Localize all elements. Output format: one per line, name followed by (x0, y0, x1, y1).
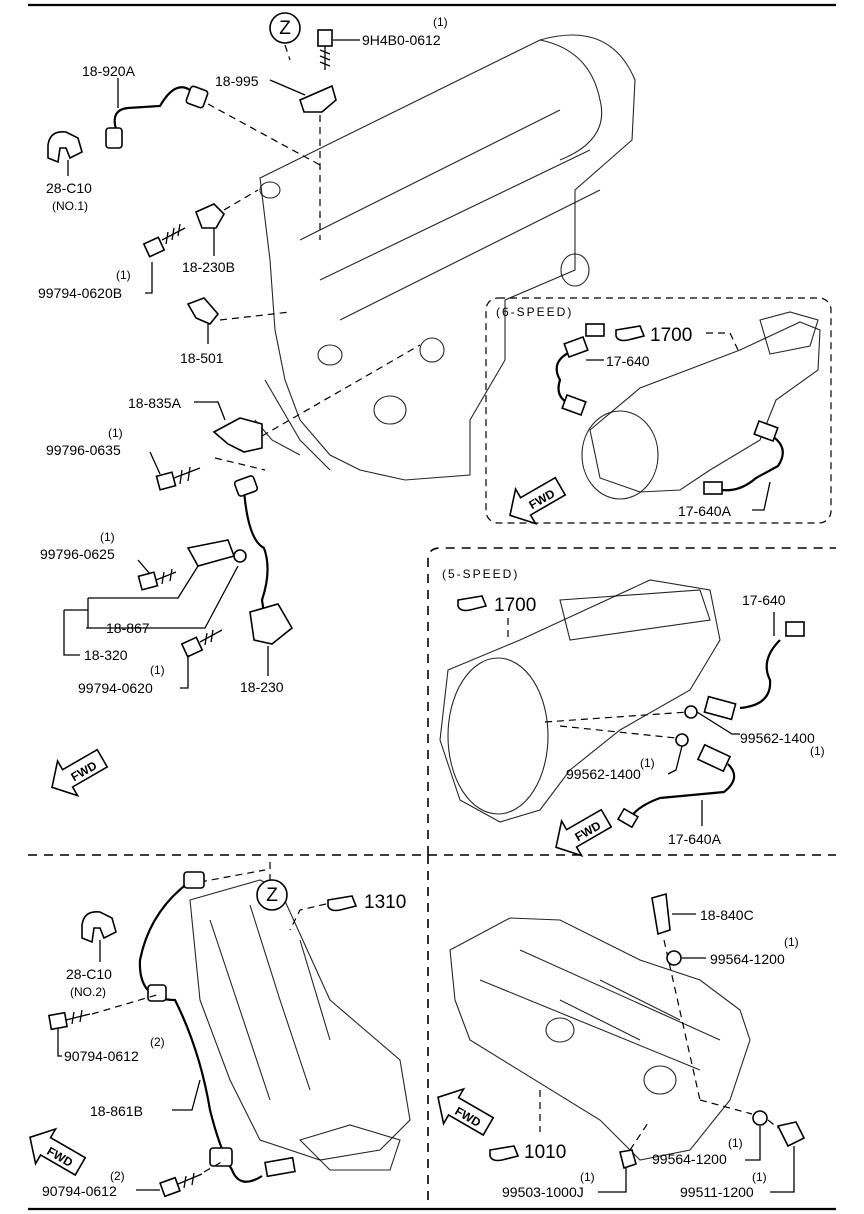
fwd-arrow-6speed-icon: FWD (509, 476, 567, 526)
clip-no2-label: (NO.2) (70, 985, 106, 999)
ref-1010-label: 1010 (524, 1142, 566, 1163)
hand-pointer-5speed-icon (457, 595, 488, 612)
bolt-0620-qty: (1) (150, 663, 165, 677)
washer-99564-qty: (1) (784, 935, 799, 949)
bolt-0620b-qty: (1) (116, 268, 131, 282)
washer-b-qty: (1) (728, 1136, 743, 1150)
sensor-18-230-label: 18-230 (240, 679, 284, 695)
sensor-18-501 (186, 297, 220, 325)
bolt-9h4b0-label: 9H4B0-0612 (362, 32, 441, 48)
bolt-b-label: 90794-0612 (42, 1183, 117, 1199)
plug-b-qty: (1) (752, 1170, 767, 1184)
bolt-9h4b0 (317, 29, 333, 70)
fwd-arrow-bottom-left-icon: FWD (29, 1127, 87, 1177)
washer-99564-top (666, 950, 682, 966)
cylinder-head-illustration (449, 917, 751, 1161)
bolt-0620b-label: 99794-0620B (38, 285, 122, 301)
bracket-18-995 (299, 84, 337, 113)
clip-28-c10-no1 (47, 130, 83, 164)
harness-18-861b-label: 18-861B (90, 1103, 143, 1119)
frame-lines (28, 3, 836, 1211)
switch-17-640-5speed (739, 639, 781, 710)
washer-a-label: 99562-1400 (740, 730, 815, 746)
clip-28-c10-label: 28-C10 (46, 180, 92, 196)
plug-qty: (1) (580, 1170, 595, 1184)
sw-17-640a-5-label: 17-640A (668, 831, 722, 847)
washer-b-label: 99564-1200 (652, 1151, 727, 1167)
bolt-99794-0620 (180, 629, 223, 658)
bracket-18-835a-label: 18-835A (128, 395, 182, 411)
washer-b-qty: (1) (640, 756, 655, 770)
bracket-18-835a (212, 417, 263, 453)
bracket-18-995-label: 18-995 (215, 73, 259, 89)
washer-5speed-a (684, 705, 698, 719)
bolt-90794-0612-a (47, 1009, 91, 1031)
sensor-18-230b-label: 18-230B (182, 259, 235, 275)
clip-28-c10-no2-label: 28-C10 (66, 966, 112, 982)
sensor-18-501-label: 18-501 (180, 350, 224, 366)
sw-17-640a-6-label: 17-640A (678, 503, 732, 519)
sensor-18-840c (651, 892, 671, 936)
box-6-speed-title: (6-SPEED) (496, 305, 573, 319)
switch-17-640a-5speed (629, 763, 736, 819)
bolt-0625-qty: (1) (100, 530, 115, 544)
washer-a-qty: (1) (810, 744, 825, 758)
washer-99564-bottom (752, 1110, 768, 1126)
part-18-867-label: 18-867 (106, 620, 150, 636)
transmission-6speed (589, 321, 821, 493)
fwd-arrow-bottom-right-icon: FWD (437, 1087, 495, 1137)
plug-99503-1000j (619, 1149, 637, 1170)
hand-pointer-icon (615, 325, 646, 342)
bolt-99796-0635 (155, 466, 201, 491)
hand-pointer-1310-icon (327, 895, 358, 912)
switch-17-640-6speed (555, 351, 573, 407)
box-5-ref-1700: 1700 (494, 595, 536, 616)
sensor-18-230b (194, 203, 225, 229)
bolt-a-label: 90794-0612 (64, 1048, 139, 1064)
part-18-867 (186, 539, 236, 567)
box-5-speed-title: (5-SPEED) (442, 567, 519, 581)
z-reference-marker: Z (269, 12, 301, 44)
z-reference-marker-bottom: Z (256, 879, 288, 911)
plug-label: 99503-1000J (502, 1184, 584, 1200)
washer-5speed-b (675, 733, 689, 747)
sw-17-640-5-label: 17-640 (742, 592, 786, 608)
bolt-b-qty: (2) (110, 1169, 125, 1183)
bolt-90794-0612-b (159, 1172, 203, 1198)
box-6-speed (485, 297, 832, 524)
switch-17-640a-6speed (721, 435, 784, 492)
sw-17-640-6-label: 17-640 (606, 353, 650, 369)
ref-1310-label: 1310 (364, 892, 406, 913)
z-label: Z (279, 18, 291, 39)
bolt-0620-label: 99794-0620 (78, 680, 153, 696)
transmission-5speed (439, 579, 721, 823)
intake-manifold-illustration (189, 879, 411, 1161)
bolt-99794-0620b (142, 223, 186, 258)
bolt-a-qty: (2) (150, 1035, 165, 1049)
washer-b-label: 99562-1400 (566, 766, 641, 782)
bolt-0635-qty: (1) (108, 426, 123, 440)
hand-pointer-1010-icon (489, 1145, 520, 1162)
harness-18-920a (105, 85, 209, 149)
clip-28-c10-no2 (81, 910, 117, 944)
clip-no1-label: (NO.1) (52, 199, 88, 213)
bolt-0635-label: 99796-0635 (46, 442, 121, 458)
sensor-18-230 (233, 475, 294, 645)
sensor-18-840c-label: 18-840C (700, 907, 754, 923)
harness-18-861b (138, 871, 296, 1183)
bolt-99796-0625 (137, 568, 177, 591)
plug-99511-1200 (776, 1121, 806, 1148)
bolt-0625-label: 99796-0625 (40, 546, 115, 562)
fwd-arrow-icon: FWD (51, 748, 109, 798)
bolt-9h4b0-qty: (1) (433, 15, 448, 29)
harness-18-920a-label: 18-920A (82, 63, 136, 79)
washer-99564-label: 99564-1200 (710, 951, 785, 967)
part-18-320-label: 18-320 (84, 647, 128, 663)
plug-b-label: 99511-1200 (680, 1184, 754, 1200)
svg-text:Z: Z (266, 885, 278, 906)
box-6-ref-1700: 1700 (650, 325, 692, 346)
engine-block-illustration (254, 34, 636, 481)
